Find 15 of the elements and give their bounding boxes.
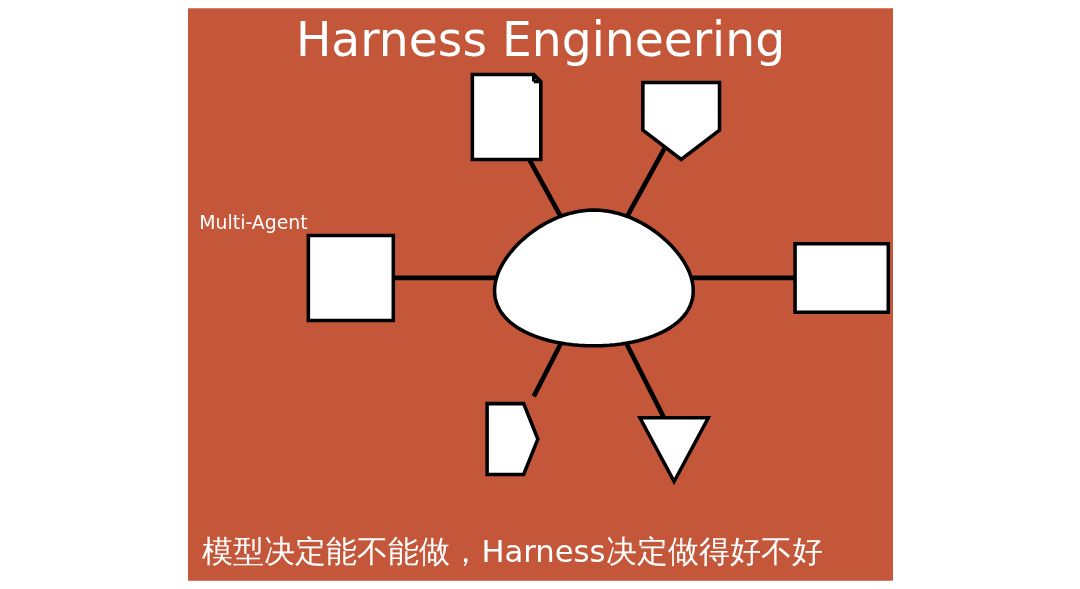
node-person xyxy=(306,233,395,323)
connector xyxy=(623,342,666,419)
connector xyxy=(531,342,563,398)
connector xyxy=(691,275,795,281)
node-shield xyxy=(640,80,721,162)
connector xyxy=(624,146,667,218)
connector xyxy=(393,275,496,281)
node-wrench xyxy=(484,401,540,477)
caption: 模型决定能不能做，Harness决定做得好不好 xyxy=(201,533,823,569)
diagram-title: Harness Engineering xyxy=(295,11,785,67)
connector xyxy=(526,158,563,218)
node-brain xyxy=(492,208,695,348)
node-label: Multi-Agent xyxy=(198,211,308,234)
node-arrows xyxy=(636,416,711,486)
node-waveform xyxy=(792,242,890,314)
